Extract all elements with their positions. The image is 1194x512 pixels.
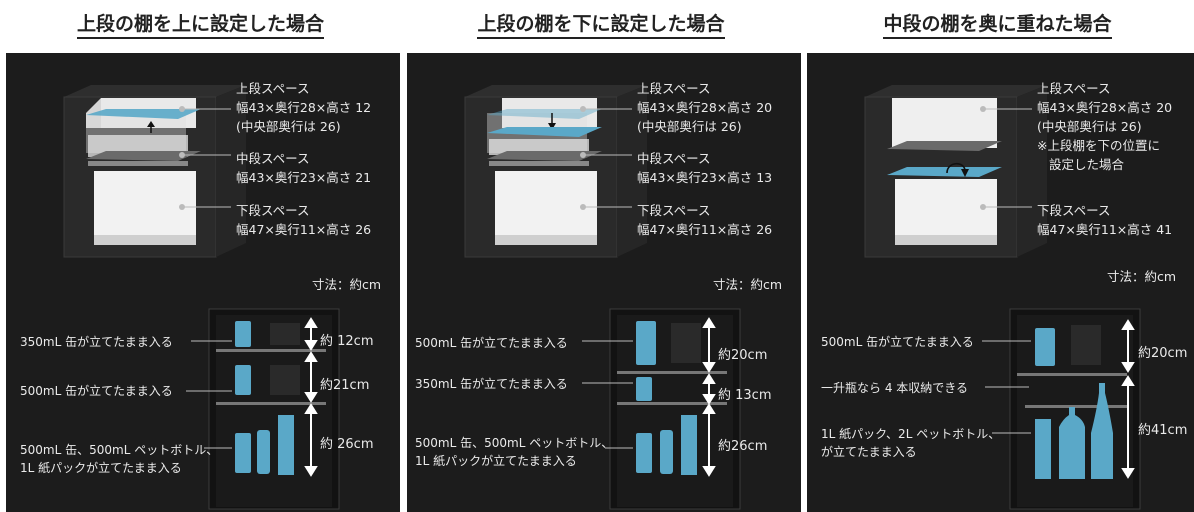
label-bottles-line1: 500mL 缶、500mL ペットボトル、 (415, 436, 614, 450)
panel-3-illustration (864, 85, 1141, 510)
measure-upper: 約20cm (1138, 346, 1188, 361)
fridge-3d-illustration (864, 85, 1047, 258)
label-can-500: 500mL 缶が立てたまま入る (20, 384, 173, 398)
label-bottles-line2: が立てたまま入る (821, 445, 917, 459)
panel-1: 上段スペース 幅43×奥行28×高さ 12 (中央部奥行は 26) 中段スペース… (6, 53, 400, 512)
label-can-350: 350mL 缶が立てたまま入る (20, 335, 173, 349)
label-bottles-line1: 500mL 缶、500mL ペットボトル、 (20, 443, 219, 457)
fridge-front-illustration (186, 308, 340, 510)
panel-3-title: 中段の棚を奥に重ねた場合 (801, 6, 1194, 42)
measure-upper: 約20cm (718, 348, 768, 363)
unit-label: 寸法：約cm (713, 277, 783, 292)
label-can-500: 500mL 缶が立てたまま入る (415, 336, 568, 350)
space-middle-label: 中段スペース 幅43×奥行23×高さ 13 (637, 151, 773, 185)
panel-2-illustration (464, 85, 741, 510)
measure-upper: 約 12cm (320, 334, 374, 349)
panel-1-title: 上段の棚を上に設定した場合 (0, 6, 401, 42)
unit-label: 寸法：約cm (1107, 269, 1177, 284)
label-can-350: 350mL 缶が立てたまま入る (415, 377, 568, 391)
fridge-3d-illustration (464, 85, 647, 258)
label-bottles-line2: 1L 紙パックが立てたまま入る (20, 461, 182, 475)
unit-label: 寸法：約cm (312, 277, 382, 292)
label-bottles-line2: 1L 紙パックが立てたまま入る (415, 454, 577, 468)
fridge-front-illustration (582, 308, 741, 510)
space-lower-label: 下段スペース 幅47×奥行11×高さ 26 (236, 203, 372, 237)
label-sake-bottles: 一升瓶なら 4 本収納できる (821, 381, 969, 395)
fridge-3d-illustration (63, 85, 246, 258)
space-lower-label: 下段スペース 幅47×奥行11×高さ 41 (1037, 203, 1173, 237)
measure-lower: 約26cm (718, 439, 768, 454)
panel-3: 上段スペース 幅43×奥行28×高さ 20 (中央部奥行は 26) ※上段棚を下… (807, 53, 1194, 512)
space-middle-label: 中段スペース 幅43×奥行23×高さ 21 (236, 151, 372, 185)
measure-middle: 約 13cm (718, 388, 772, 403)
space-upper-label: 上段スペース 幅43×奥行28×高さ 20 (中央部奥行は 26) (637, 81, 773, 134)
space-lower-label: 下段スペース 幅47×奥行11×高さ 26 (637, 203, 773, 237)
fridge-front-illustration (982, 308, 1141, 510)
measure-middle: 約21cm (320, 378, 370, 393)
label-bottles-line1: 1L 紙パック、2L ペットボトル、 (821, 427, 1001, 441)
panel-1-illustration (63, 85, 340, 510)
panel-2-title: 上段の棚を下に設定した場合 (401, 6, 801, 42)
space-upper-label: 上段スペース 幅43×奥行28×高さ 20 (中央部奥行は 26) ※上段棚を下… (1037, 81, 1173, 172)
label-can-500: 500mL 缶が立てたまま入る (821, 335, 974, 349)
measure-lower: 約41cm (1138, 423, 1188, 438)
measure-lower: 約 26cm (320, 437, 374, 452)
panel-2: 上段スペース 幅43×奥行28×高さ 20 (中央部奥行は 26) 中段スペース… (407, 53, 801, 512)
space-upper-label: 上段スペース 幅43×奥行28×高さ 12 (中央部奥行は 26) (236, 81, 372, 134)
